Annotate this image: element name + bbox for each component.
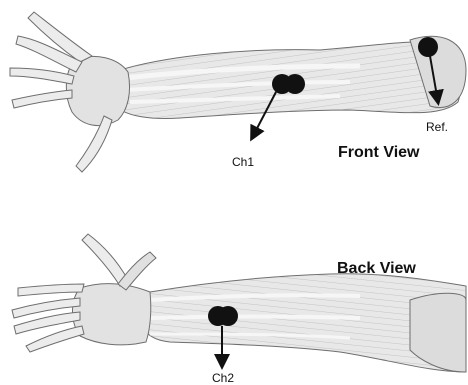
ref-label: Ref. bbox=[426, 120, 448, 134]
front-view-title: Front View bbox=[338, 144, 420, 161]
ch1-label: Ch1 bbox=[232, 155, 254, 169]
ch2-electrode-right bbox=[218, 306, 238, 326]
ref-electrode bbox=[418, 37, 438, 57]
back-view-title: Back View bbox=[337, 260, 416, 277]
ch2-label: Ch2 bbox=[212, 371, 234, 385]
back-forearm-illustration bbox=[12, 234, 466, 372]
ch1-electrode-right bbox=[285, 74, 305, 94]
